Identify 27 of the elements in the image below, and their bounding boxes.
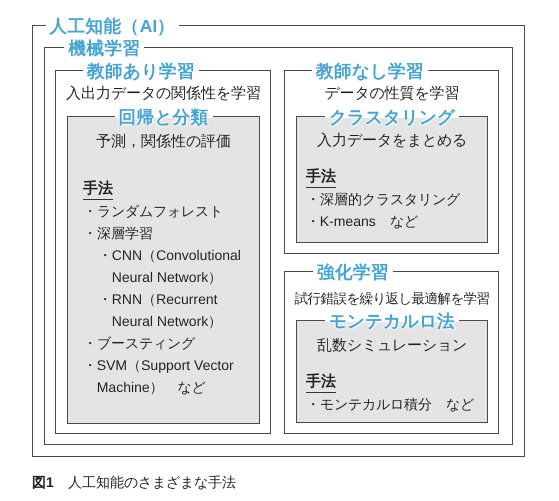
panel-title: クラスタリング (325, 107, 460, 128)
description-text: 入出力データの関係性を学習 (66, 84, 261, 104)
section-heading: 手法 (306, 168, 336, 188)
list-item: ・SVM（Support Vector Machine） など (82, 356, 235, 397)
panel-title: 回帰と分類 (114, 107, 213, 128)
frame-title: 強化学習 (313, 262, 394, 282)
figure-caption: 図1 人工知能のさまざまな手法 (32, 473, 236, 492)
frame-title: 教師なし学習 (312, 61, 428, 82)
description-text: 試行錯誤を繰り返し最適解を学習 (294, 290, 490, 308)
list-item: ・RNN（Recurrent Neural Network） (98, 290, 224, 331)
frame-title: 教師あり学習 (83, 61, 200, 82)
list-item: ・ブースティング (82, 334, 195, 353)
list-item: ・モンテカルロ積分 など (306, 394, 474, 414)
list-item: ・ランダムフォレスト (82, 202, 223, 221)
section-heading: 手法 (82, 180, 113, 200)
list-item: ・K-means など (306, 212, 418, 231)
list-item: ・深層学習 (82, 224, 153, 243)
frame-title: 機械学習 (64, 38, 144, 58)
panel-title: モンテカルロ法 (325, 311, 460, 332)
description-text: 入力データをまとめる (317, 130, 468, 151)
list-item: ・CNN（Convolutional Neural Network） (98, 246, 242, 287)
frame-title: 人工知能（AI） (46, 16, 180, 36)
section-heading: 手法 (306, 372, 336, 393)
description-text: 乱数シミュレーション (317, 336, 468, 356)
description-text: 予測，関係性の評価 (96, 132, 232, 152)
list-item: ・深層的クラスタリング (306, 190, 460, 209)
description-text: データの性質を学習 (324, 84, 460, 104)
